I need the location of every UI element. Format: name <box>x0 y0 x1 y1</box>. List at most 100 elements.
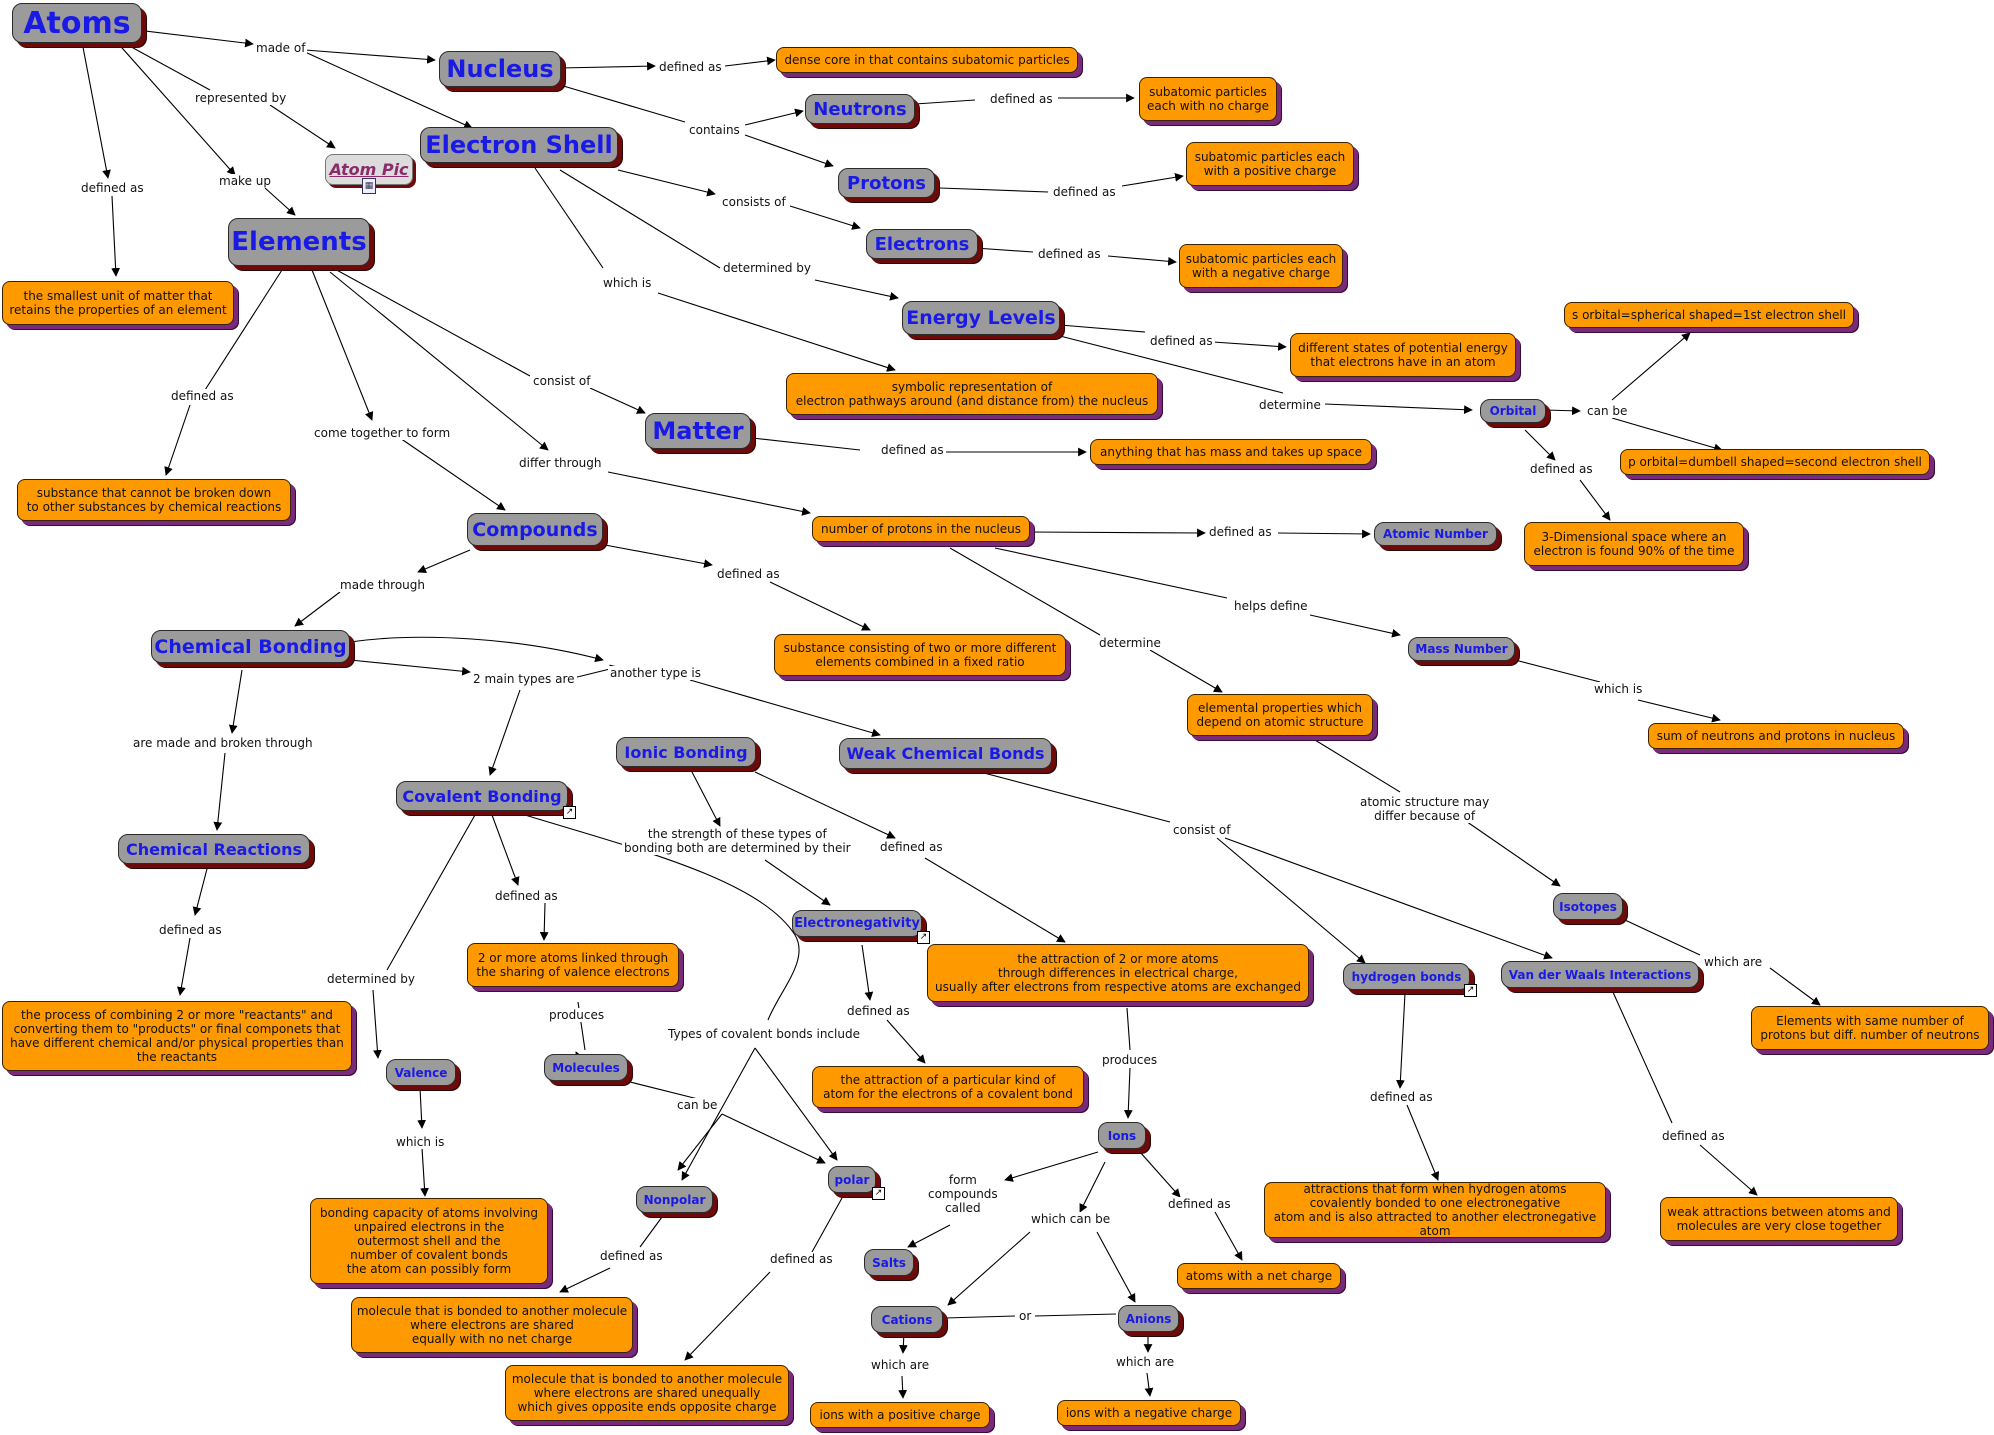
concept-ions[interactable]: Ions <box>1098 1122 1146 1149</box>
concept-nonpolar[interactable]: Nonpolar <box>636 1186 713 1213</box>
label-come-together: come together to form <box>312 426 453 440</box>
desc-compound-def[interactable]: substance consisting of two or more diff… <box>774 634 1066 676</box>
desc-smallest-unit[interactable]: the smallest unit of matter that retains… <box>2 281 234 325</box>
label-made-and-broken: are made and broken through <box>131 736 315 750</box>
desc-net-charge[interactable]: atoms with a net charge <box>1177 1263 1341 1289</box>
label-defined-as: defined as <box>1368 1090 1435 1104</box>
label-defined-as: defined as <box>157 923 224 937</box>
label-which-is: which is <box>1592 682 1645 696</box>
label-helps-define: helps define <box>1232 599 1310 613</box>
link-arrow-icon[interactable]: ↗ <box>563 806 576 819</box>
desc-same-protons[interactable]: Elements with same number of protons but… <box>1751 1006 1989 1050</box>
concept-energy-levels[interactable]: Energy Levels <box>902 301 1060 335</box>
desc-pos-ions[interactable]: ions with a positive charge <box>810 1402 990 1428</box>
label-differ-through: differ through <box>517 456 604 470</box>
label-determined-by: determined by <box>325 972 417 986</box>
desc-hydrogen-def[interactable]: attractions that form when hydrogen atom… <box>1264 1182 1606 1238</box>
label-strength: the strength of these types of bonding b… <box>622 827 853 855</box>
desc-cannot-break[interactable]: substance that cannot be broken down to … <box>17 479 291 521</box>
desc-attraction-kind[interactable]: the attraction of a particular kind of a… <box>812 1066 1084 1108</box>
desc-combining-reactants[interactable]: the process of combining 2 or more "reac… <box>2 1001 352 1071</box>
concept-atoms[interactable]: Atoms <box>12 3 142 43</box>
desc-p-orbital[interactable]: p orbital=dumbell shaped=second electron… <box>1620 449 1930 475</box>
desc-neg-ions[interactable]: ions with a negative charge <box>1057 1400 1241 1426</box>
concept-neutrons[interactable]: Neutrons <box>805 94 915 124</box>
desc-weak-attractions[interactable]: weak attractions between atoms and molec… <box>1660 1197 1898 1241</box>
concept-electronegativity[interactable]: Electronegativity <box>792 910 922 937</box>
desc-s-orbital[interactable]: s orbital=spherical shaped=1st electron … <box>1564 302 1854 328</box>
concept-mass-number[interactable]: Mass Number <box>1408 637 1515 661</box>
concept-chemical-reactions[interactable]: Chemical Reactions <box>118 834 310 864</box>
label-consist-of: consist of <box>531 374 593 388</box>
label-consists-of: consists of <box>720 195 788 209</box>
desc-sum-neutrons[interactable]: sum of neutrons and protons in nucleus <box>1648 723 1904 749</box>
link-arrow-icon[interactable]: ↗ <box>872 1187 885 1200</box>
concept-atomic-number[interactable]: Atomic Number <box>1374 522 1497 546</box>
label-form-compounds: form compounds called <box>926 1173 1000 1215</box>
label-consist-of: consist of <box>1171 823 1233 837</box>
desc-bonding-capacity[interactable]: bonding capacity of atoms involving unpa… <box>310 1198 548 1284</box>
concept-hydrogen-bonds[interactable]: hydrogen bonds <box>1343 963 1470 990</box>
label-defined-as: defined as <box>1166 1197 1233 1211</box>
concept-protons[interactable]: Protons <box>838 168 935 198</box>
label-defined-as: defined as <box>79 181 146 195</box>
desc-negative-charge[interactable]: subatomic particles each with a negative… <box>1179 244 1343 288</box>
desc-three-d-space[interactable]: 3-Dimensional space where an electron is… <box>1524 522 1744 566</box>
desc-symbolic[interactable]: symbolic representation of electron path… <box>786 373 1158 415</box>
concept-valence[interactable]: Valence <box>386 1059 456 1086</box>
label-can-be: can be <box>1585 404 1630 418</box>
concept-weak-chemical-bonds[interactable]: Weak Chemical Bonds <box>839 738 1052 769</box>
concept-molecules[interactable]: Molecules <box>544 1054 628 1081</box>
concept-electron-shell[interactable]: Electron Shell <box>420 127 618 163</box>
desc-unequally-shared[interactable]: molecule that is bonded to another molec… <box>505 1365 789 1421</box>
desc-mass-space[interactable]: anything that has mass and takes up spac… <box>1090 439 1372 465</box>
concept-polar[interactable]: polar <box>828 1166 876 1193</box>
desc-potential-energy[interactable]: different states of potential energy tha… <box>1290 333 1516 377</box>
concept-chemical-bonding[interactable]: Chemical Bonding <box>151 630 350 663</box>
label-made-through: made through <box>338 578 428 592</box>
label-made-of: made of <box>254 41 308 55</box>
desc-linked-sharing[interactable]: 2 or more atoms linked through the shari… <box>467 943 679 987</box>
concept-isotopes[interactable]: Isotopes <box>1553 893 1623 920</box>
link-arrow-icon[interactable]: ↗ <box>917 931 930 944</box>
label-defined-as: defined as <box>1036 247 1103 261</box>
concept-salts[interactable]: Salts <box>864 1249 914 1276</box>
concept-compounds[interactable]: Compounds <box>467 513 603 546</box>
concept-van-der-waals[interactable]: Van der Waals Interactions <box>1501 961 1699 988</box>
label-or: or <box>1017 1309 1034 1323</box>
label-determine: determine <box>1257 398 1323 412</box>
label-defined-as: defined as <box>988 92 1055 106</box>
desc-elemental-props[interactable]: elemental properties which depend on ato… <box>1187 694 1373 736</box>
label-two-main-types: 2 main types are <box>471 672 577 686</box>
label-can-be: can be <box>675 1098 720 1112</box>
label-determined-by: determined by <box>721 261 813 275</box>
label-defined-as: defined as <box>169 389 236 403</box>
image-file-icon[interactable]: ▦ <box>362 178 376 194</box>
label-make-up: make up <box>217 174 273 188</box>
desc-positive-charge[interactable]: subatomic particles each with a positive… <box>1186 142 1354 186</box>
label-defined-as: defined as <box>1051 185 1118 199</box>
label-represented-by: represented by <box>193 91 289 105</box>
label-another-type: another type is <box>608 666 703 680</box>
desc-dense-core[interactable]: dense core in that contains subatomic pa… <box>776 47 1078 73</box>
concept-electrons[interactable]: Electrons <box>866 229 978 259</box>
concept-cations[interactable]: Cations <box>871 1306 943 1333</box>
desc-equally-shared[interactable]: molecule that is bonded to another molec… <box>351 1297 633 1353</box>
label-defined-as: defined as <box>493 889 560 903</box>
concept-ionic-bonding[interactable]: Ionic Bonding <box>616 737 756 767</box>
label-atomic-differ: atomic structure may differ because of <box>1358 795 1492 823</box>
label-which-is: which is <box>601 276 654 290</box>
concept-matter[interactable]: Matter <box>645 413 751 449</box>
label-types-covalent: Types of covalent bonds include <box>666 1027 862 1041</box>
desc-attraction-exchange[interactable]: the attraction of 2 or more atoms throug… <box>927 944 1309 1002</box>
desc-num-protons[interactable]: number of protons in the nucleus <box>812 516 1030 542</box>
concept-covalent-bonding[interactable]: Covalent Bonding <box>396 781 568 811</box>
concept-nucleus[interactable]: Nucleus <box>439 51 561 87</box>
concept-elements[interactable]: Elements <box>228 218 370 266</box>
concept-orbital[interactable]: Orbital <box>1480 399 1546 423</box>
desc-no-charge[interactable]: subatomic particles each with no charge <box>1139 77 1277 121</box>
label-defined-as: defined as <box>845 1004 912 1018</box>
link-arrow-icon[interactable]: ↗ <box>1464 984 1477 997</box>
concept-anions[interactable]: Anions <box>1118 1305 1179 1332</box>
concept-atom-pic[interactable]: Atom Pic <box>325 154 413 185</box>
